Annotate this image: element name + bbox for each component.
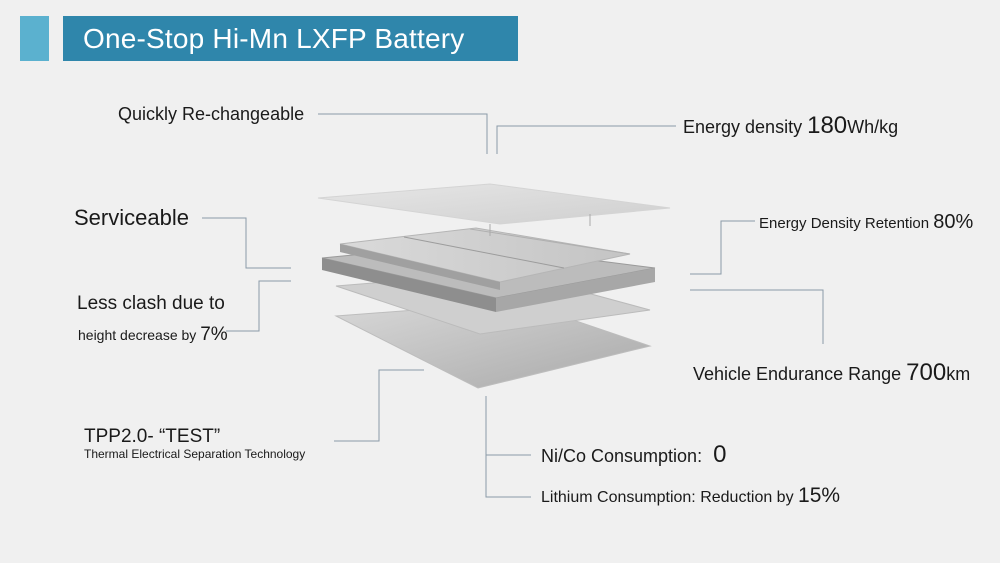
title-accent-block — [20, 16, 49, 61]
label-tpp-line1: TPP2.0- “TEST” — [84, 426, 221, 447]
leader-retention — [690, 220, 755, 275]
label-lithium: Lithium Consumption: Reduction by 15% — [541, 484, 840, 508]
lithium-label: Lithium Consumption: Reduction by — [541, 489, 794, 506]
label-serviceable: Serviceable — [74, 205, 189, 230]
energy-density-label: Energy density — [683, 117, 803, 137]
clash-text: height decrease by — [78, 327, 197, 343]
label-clash-line1: Less clash due to — [77, 293, 225, 314]
retention-value: 80% — [933, 211, 974, 233]
label-clash-line2: height decrease by 7% — [78, 324, 228, 346]
label-tpp-line2: Thermal Electrical Separation Technology — [84, 447, 306, 461]
endurance-label: Vehicle Endurance Range — [693, 364, 902, 384]
leader-clash — [226, 280, 291, 332]
leader-endurance — [690, 289, 824, 344]
leader-rechangeable — [318, 113, 488, 154]
clash-value: 7% — [200, 324, 228, 345]
top-cover — [317, 183, 671, 236]
retention-label: Energy Density Retention — [759, 215, 930, 232]
leader-lithium — [485, 455, 531, 498]
label-endurance: Vehicle Endurance Range 700km — [693, 359, 970, 387]
endurance-value: 700 — [906, 359, 947, 386]
label-energy-density: Energy density 180Wh/kg — [683, 112, 898, 140]
endurance-unit: km — [946, 364, 971, 384]
lithium-value: 15% — [798, 484, 841, 507]
leader-nico — [485, 396, 531, 456]
leader-tpp — [334, 369, 424, 442]
leader-serviceable — [202, 217, 291, 269]
leader-energy-density — [496, 125, 676, 154]
page-title: One-Stop Hi-Mn LXFP Battery — [63, 16, 518, 61]
nico-label: Ni/Co Consumption: — [541, 446, 703, 466]
label-rechangeable: Quickly Re-changeable — [118, 104, 305, 124]
nico-value: 0 — [713, 441, 727, 468]
energy-density-unit: Wh/kg — [847, 117, 899, 137]
cell-modules — [339, 227, 631, 290]
label-nico: Ni/Co Consumption: 0 — [541, 441, 726, 469]
energy-density-value: 180 — [807, 112, 848, 139]
label-retention: Energy Density Retention 80% — [759, 211, 973, 234]
